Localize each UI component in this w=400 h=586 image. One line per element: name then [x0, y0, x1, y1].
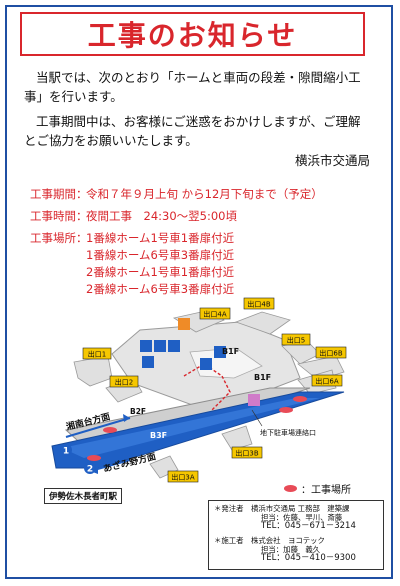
exit-tag-3a — [167, 470, 199, 483]
exit-tag-4b — [243, 297, 275, 310]
exit-6a-label: 出口6A — [315, 377, 338, 386]
track-2-badge — [84, 462, 96, 474]
place-item: 1番線ホーム6号車3番扉付近 — [86, 248, 235, 262]
exit-6b-label: 出口6B — [319, 349, 342, 358]
stair-exit1 — [73, 355, 113, 387]
floor-b3f-label: B3F — [150, 431, 167, 440]
platform-highlight — [62, 398, 320, 458]
exit-tag-6a — [311, 374, 343, 387]
ticket-gate-icon — [142, 356, 154, 368]
title-box: 工事のお知らせ — [20, 12, 365, 56]
contractor-tel: TEL：045－410－9300 — [261, 553, 356, 564]
place-list: 1番線ホーム1号車1番扉付近 1番線ホーム6号車3番扉付近 2番線ホーム1号車1… — [86, 230, 234, 298]
parking-pointer — [251, 409, 263, 427]
orderer-tel: TEL：045－671－3214 — [261, 521, 356, 532]
toilet-icon — [154, 340, 166, 352]
exit-stairs — [73, 309, 345, 479]
exit-tag-5 — [281, 333, 311, 346]
exit-4b-label: 出口4B — [247, 300, 270, 309]
exit-tag-2 — [109, 375, 139, 388]
place-item: 2番線ホーム6号車3番扉付近 — [86, 282, 235, 296]
work-marker-2 — [293, 396, 307, 402]
lift-icon — [200, 358, 212, 370]
map-legend: ：工事場所 — [284, 481, 351, 496]
intro-paragraph-1: 当駅では、次のとおり「ホームと車両の段差・隙間縮小工事」を行います。 — [24, 70, 361, 104]
contractor-line: ＊施工者 株式会社 ヨコテック — [214, 536, 378, 545]
floor-b1f-label-a: B1F — [222, 347, 239, 356]
direction-1-arrow — [123, 414, 130, 422]
concourse-inner — [189, 347, 263, 379]
route-line — [183, 363, 231, 411]
exit-tag-4a — [199, 307, 231, 320]
exit-3b-label: 出口3B — [235, 449, 258, 458]
signature: 横浜市交通局 — [294, 153, 370, 168]
map-legend-text: ：工事場所 — [301, 485, 351, 496]
floor-b2f-label: B2F — [130, 407, 146, 416]
work-marker-3 — [87, 455, 101, 461]
intro-paragraph-2: 工事期間中は、お客様にご迷惑をおかけしますが、ご理解とご協力をお願いいたします。 — [24, 114, 361, 148]
orderer-line: ＊発注者 横浜市交通局 工務部 建築課 — [214, 504, 378, 513]
notice-frame — [5, 5, 393, 579]
accessible-toilet-icon — [168, 340, 180, 352]
exit-tags: 出口1 出口2 出口3A 出口3B 出口4A 出口4B 出口5 出口6B 出口6… — [82, 297, 347, 483]
work-location-marker — [284, 485, 297, 492]
exit-2-label: 出口2 — [115, 378, 133, 387]
stair-exit3b — [221, 425, 253, 451]
exit-4a-label: 出口4A — [203, 310, 226, 319]
exit-1-label: 出口1 — [88, 350, 106, 359]
exit-3a-label: 出口3A — [171, 473, 194, 482]
work-marker-1 — [103, 427, 117, 433]
exit-tag-6b — [315, 346, 347, 359]
work-marker-4 — [279, 407, 293, 413]
contractor-staff: 担当：加藤 義久 — [261, 544, 321, 554]
direction-1-line — [65, 417, 131, 438]
track-1-badge — [60, 444, 72, 456]
place-row: 工事場所： 1番線ホーム1号車1番扉付近 1番線ホーム6号車3番扉付近 2番線ホ… — [30, 230, 323, 298]
orderer-org: 横浜市交通局 工務部 建築課 — [250, 504, 350, 513]
intro-text: 当駅では、次のとおり「ホームと車両の段差・隙間縮小工事」を行います。 工事期間中… — [24, 68, 369, 150]
period-value: 令和７年９月上旬 から12月下旬まで（予定） — [86, 187, 323, 201]
orderer-label: ＊発注者 — [214, 504, 244, 513]
work-markers — [87, 396, 307, 461]
contractor-org: 株式会社 ヨコテック — [250, 535, 325, 545]
facility-icons — [140, 318, 260, 406]
stair-exit4b — [234, 311, 291, 335]
place-item: 2番線ホーム1号車1番扉付近 — [86, 265, 235, 279]
time-value: 夜間工事 24:30～翌5:00頃 — [86, 209, 237, 223]
escalator-icon — [214, 346, 226, 358]
parking-label: 地下駐車場連絡口 — [260, 428, 316, 437]
contact-box: ＊発注者 横浜市交通局 工務部 建築課 担当：佐藤、早川、斎藤 TEL：045－… — [208, 500, 384, 570]
info-icon — [178, 318, 190, 330]
place-label: 工事場所： — [30, 231, 88, 245]
exit-tag-1 — [82, 347, 112, 360]
period-row: 工事期間： 令和７年９月上旬 から12月下旬まで（予定） — [30, 186, 323, 203]
wheelchair-icon — [248, 394, 260, 406]
time-label: 工事時間： — [30, 209, 88, 223]
track-2-number: 2 — [87, 465, 93, 475]
station-name: 伊勢佐木長者町駅 — [44, 488, 123, 504]
exit-tag-3b — [231, 446, 263, 459]
place-item: 1番線ホーム1号車1番扉付近 — [86, 231, 235, 245]
time-row: 工事時間： 夜間工事 24:30～翌5:00頃 — [30, 208, 323, 225]
period-label: 工事期間： — [30, 187, 88, 201]
floor-b1f-label-b: B1F — [254, 373, 271, 382]
orderer-staff: 担当：佐藤、早川、斎藤 — [261, 513, 343, 523]
contractor-label: ＊施工者 — [214, 535, 244, 545]
track-1-number: 1 — [63, 447, 69, 457]
construction-schedule: 工事期間： 令和７年９月上旬 から12月下旬まで（予定） 工事時間： 夜間工事 … — [30, 186, 323, 298]
elevator-icon — [140, 340, 152, 352]
notice-title: 工事のお知らせ — [87, 19, 298, 52]
exit-5-label: 出口5 — [287, 336, 305, 345]
